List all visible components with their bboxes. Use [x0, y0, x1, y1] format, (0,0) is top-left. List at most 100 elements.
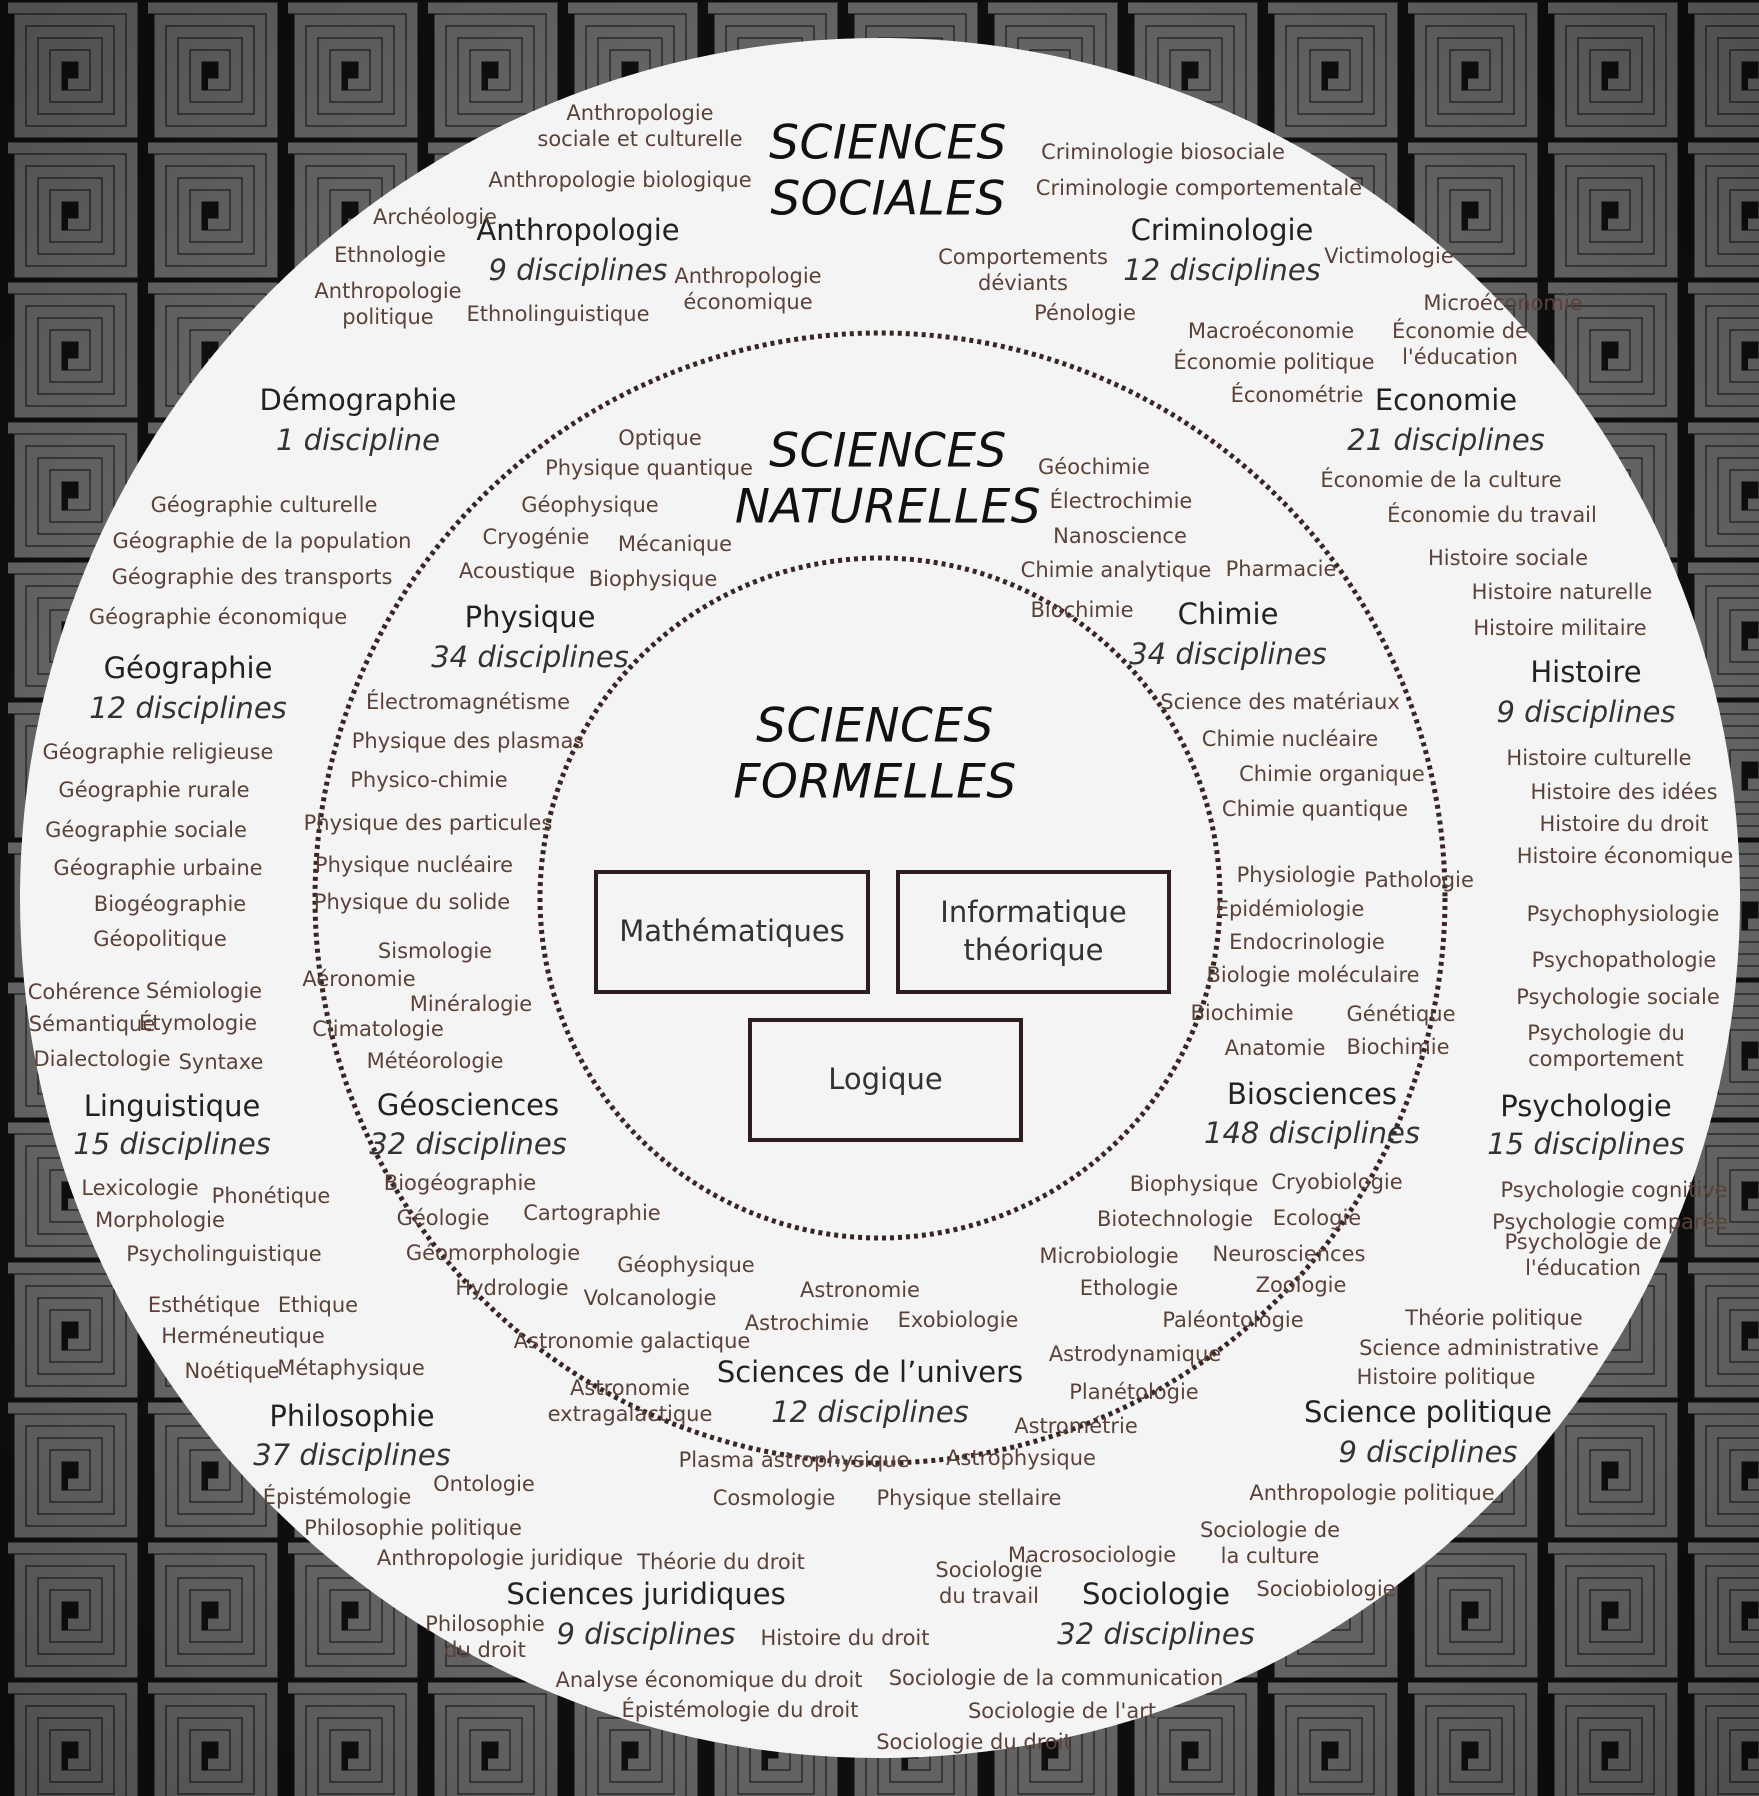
discipline-label: Astrophysique	[946, 1445, 1096, 1470]
discipline-label: Psychologie sociale	[1516, 984, 1720, 1009]
discipline-label: Physique nucléaire	[314, 852, 514, 877]
box-logique: Logique	[748, 1018, 1023, 1142]
discipline-label: Sociologie de la culture	[1199, 1517, 1341, 1568]
family-geosciences-count: 32 disciplines	[369, 1126, 567, 1161]
discipline-label: Physico-chimie	[350, 767, 508, 792]
family-criminologie-count: 12 disciplines	[1123, 252, 1321, 287]
discipline-label: Anatomie	[1224, 1035, 1326, 1060]
family-philosophie-count: 37 disciplines	[253, 1437, 451, 1472]
discipline-label: Nanoscience	[1053, 523, 1187, 548]
box-informatique-theorique: Informatique théorique	[896, 870, 1171, 994]
discipline-label: Biochimie	[1346, 1034, 1450, 1059]
discipline-label: Théorie du droit	[637, 1549, 805, 1574]
discipline-label: Criminologie biosociale	[1041, 139, 1285, 164]
discipline-label: Géographie urbaine	[53, 855, 263, 880]
discipline-label: Théorie politique	[1405, 1305, 1583, 1330]
discipline-label: Économie du travail	[1387, 502, 1597, 527]
family-geographie-count: 12 disciplines	[89, 690, 287, 725]
discipline-label: Électromagnétisme	[365, 689, 571, 714]
discipline-label: Astrochimie	[744, 1310, 870, 1335]
discipline-label: Géographie culturelle	[150, 492, 378, 517]
discipline-label: Métaphysique	[277, 1355, 425, 1380]
discipline-label: Génétique	[1346, 1001, 1456, 1026]
discipline-label: Anthropologie juridique	[376, 1545, 624, 1570]
box-mathematiques: Mathématiques	[594, 870, 870, 994]
discipline-label: Psychopathologie	[1531, 947, 1717, 972]
discipline-label: Astronomie extragalactique	[547, 1375, 713, 1426]
discipline-label: Économie politique	[1173, 349, 1375, 374]
discipline-label: Epidémiologie	[1215, 896, 1365, 921]
discipline-label: Pénologie	[1034, 300, 1136, 325]
naturelles-ring	[312, 330, 1448, 1466]
discipline-label: Psychophysiologie	[1526, 901, 1720, 926]
family-politique-count: 9 disciplines	[1338, 1434, 1518, 1469]
discipline-label: Psychologie comparée	[1492, 1209, 1728, 1234]
family-linguistique-name: Linguistique	[83, 1088, 261, 1123]
discipline-label: Géophysique	[617, 1252, 755, 1277]
discipline-label: Science administrative	[1359, 1335, 1599, 1360]
discipline-label: Histoire sociale	[1427, 545, 1589, 570]
discipline-label: Histoire militaire	[1473, 615, 1647, 640]
discipline-label: Géographie religieuse	[42, 739, 274, 764]
discipline-label: Biologie moléculaire	[1206, 962, 1420, 987]
discipline-label: Géophysique	[521, 492, 659, 517]
family-linguistique-count: 15 disciplines	[73, 1126, 271, 1161]
discipline-label: Géologie	[396, 1205, 490, 1230]
section-sciences-formelles: SCIENCES FORMELLES	[733, 698, 1017, 810]
discipline-label: Cartographie	[523, 1200, 661, 1225]
discipline-label: Microbiologie	[1039, 1243, 1179, 1268]
discipline-label: Optique	[618, 425, 702, 450]
discipline-label: Économétrie	[1230, 382, 1364, 407]
discipline-label: Géomorphologie	[405, 1240, 581, 1265]
discipline-label: Astronomie galactique	[513, 1328, 751, 1353]
discipline-label: Microéconomie	[1423, 290, 1583, 315]
discipline-label: Syntaxe	[178, 1049, 264, 1074]
discipline-label: Économie de la culture	[1320, 467, 1562, 492]
discipline-label: Géographie de la population	[112, 528, 412, 553]
discipline-label: Chimie nucléaire	[1201, 726, 1379, 751]
discipline-label: Philosophie politique	[304, 1515, 522, 1540]
discipline-label: Planétologie	[1069, 1379, 1199, 1404]
discipline-label: Géopolitique	[93, 926, 227, 951]
family-economie-count: 21 disciplines	[1347, 422, 1545, 457]
family-geographie-name: Géographie	[103, 650, 273, 685]
discipline-label: Philosophie du droit	[425, 1611, 545, 1662]
discipline-label: Biochimie	[1190, 1000, 1294, 1025]
discipline-label: Aéronomie	[302, 966, 416, 991]
family-sociologie-name: Sociologie	[1081, 1576, 1231, 1611]
discipline-label: Zoologie	[1255, 1272, 1347, 1297]
family-anthropologie-count: 9 disciplines	[488, 252, 668, 287]
discipline-label: Psychologie de l'éducation	[1504, 1229, 1662, 1280]
discipline-label: Sismologie	[377, 938, 493, 963]
family-physique-name: Physique	[464, 599, 596, 634]
discipline-label: Sociologie de l'art	[967, 1698, 1157, 1723]
discipline-label: Chimie quantique	[1221, 796, 1409, 821]
discipline-label: Psycholinguistique	[126, 1241, 322, 1266]
family-univers-name: Sciences de l’univers	[716, 1354, 1024, 1389]
discipline-label: Géographie des transports	[111, 564, 393, 589]
discipline-label: Chimie analytique	[1020, 557, 1212, 582]
discipline-label: Astrométrie	[1014, 1413, 1138, 1438]
discipline-label: Biogéographie	[383, 1170, 537, 1195]
section-sciences-naturelles: SCIENCES NATURELLES	[734, 423, 1042, 535]
discipline-label: Ontologie	[433, 1471, 535, 1496]
discipline-label: Esthétique	[147, 1292, 261, 1317]
discipline-label: Histoire économique	[1516, 843, 1734, 868]
discipline-label: Noétique	[184, 1358, 280, 1383]
discipline-label: Histoire naturelle	[1471, 579, 1653, 604]
family-chimie-name: Chimie	[1177, 596, 1279, 631]
family-demographie-name: Démographie	[259, 382, 457, 417]
discipline-label: Sociologie du travail	[935, 1557, 1043, 1608]
discipline-label: Plasma astrophysique	[678, 1447, 910, 1472]
discipline-label: Anthropologie économique	[674, 263, 822, 314]
discipline-label: Endocrinologie	[1229, 929, 1385, 954]
discipline-label: Sociologie du droit	[876, 1729, 1072, 1754]
discipline-label: Science des matériaux	[1160, 689, 1400, 714]
discipline-label: Dialectologie	[33, 1046, 171, 1071]
discipline-label: Psychologie cognitive	[1500, 1177, 1728, 1202]
family-histoire-name: Histoire	[1530, 654, 1642, 689]
formelles-ring	[537, 555, 1223, 1241]
discipline-label: Ethnolinguistique	[466, 301, 650, 326]
